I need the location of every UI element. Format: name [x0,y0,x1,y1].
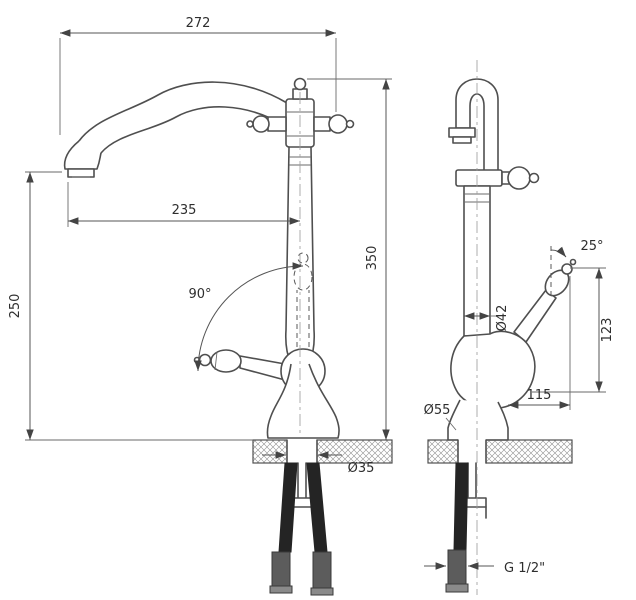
top-joint-side [455,166,540,190]
joint-collar [455,169,503,187]
tilt-arc [550,246,567,258]
spout-nozzle-side [448,127,476,138]
handle-side [513,246,577,343]
spout-front [63,81,288,178]
dim-overall-width: 272 [59,16,337,135]
joint-left-knob [252,115,270,133]
under-counter-front [269,462,334,596]
finial-knob [293,77,307,91]
side-view: 25° Ø42 123 115 Ø55 G 1/2 [424,60,615,595]
joint-right-knob [328,114,348,134]
front-view: 272 235 250 350 90° Ø35 [8,16,393,596]
dim-spout-height-label: 250 [8,294,23,319]
dim-thread-label: G 1/2" [504,561,545,576]
countertop-hatch [252,439,393,464]
hose-connector-left [271,551,291,587]
countertop-hatch-side [427,439,573,464]
supply-hose-left [278,462,298,553]
dim-overall-height: 350 [307,78,392,440]
spout-bottom-edge [100,106,288,154]
dim-body-diameter-label: Ø42 [495,305,510,332]
spout-top-edge [78,81,288,142]
under-counter-side [445,462,487,593]
dim-spout-reach: 235 [67,182,300,227]
dim-handle-reach: 115 [508,276,571,410]
top-joint-front [246,77,355,148]
hose-connector-right [312,551,332,589]
dim-base-diameter-label: Ø55 [424,403,451,418]
swing-arc [194,262,304,372]
dim-hole-diameter-label: Ø35 [348,461,375,476]
dim-hole-diameter: Ø35 [262,451,375,476]
dim-handle-height-label: 123 [600,318,615,343]
mount-hole-side [458,439,486,464]
dim-handle-tilt-label: 25° [580,239,603,254]
dim-spout-height: 250 [8,171,253,441]
dim-base-diameter: Ø55 [424,403,457,431]
supply-hose-side [453,462,469,551]
dim-handle-swing-label: 90° [188,287,211,302]
countertop-side [427,439,573,464]
mount-hole [287,439,317,464]
dim-overall-height-label: 350 [365,246,380,271]
dim-thread: G 1/2" [424,561,545,576]
spout-side [448,78,499,173]
base-front [266,363,340,439]
dim-body-diameter: Ø42 [464,305,510,332]
base-side [447,399,509,441]
hose-connector-side [447,549,467,585]
dim-spout-reach-label: 235 [172,203,197,218]
dim-handle-reach-label: 115 [527,388,552,403]
handle-swing-ghost [194,252,313,372]
joint-left-arm [267,116,287,132]
joint-side-knob [507,166,531,190]
handle-lever-side [513,289,557,343]
handle-lever [239,355,286,381]
mixer-body [450,330,536,410]
dim-handle-height: 123 [532,267,615,393]
dim-overall-width-label: 272 [186,16,211,31]
spout-outlet [67,168,95,178]
spout-nozzle-bell [63,140,102,170]
joint-right-arm [313,116,331,132]
